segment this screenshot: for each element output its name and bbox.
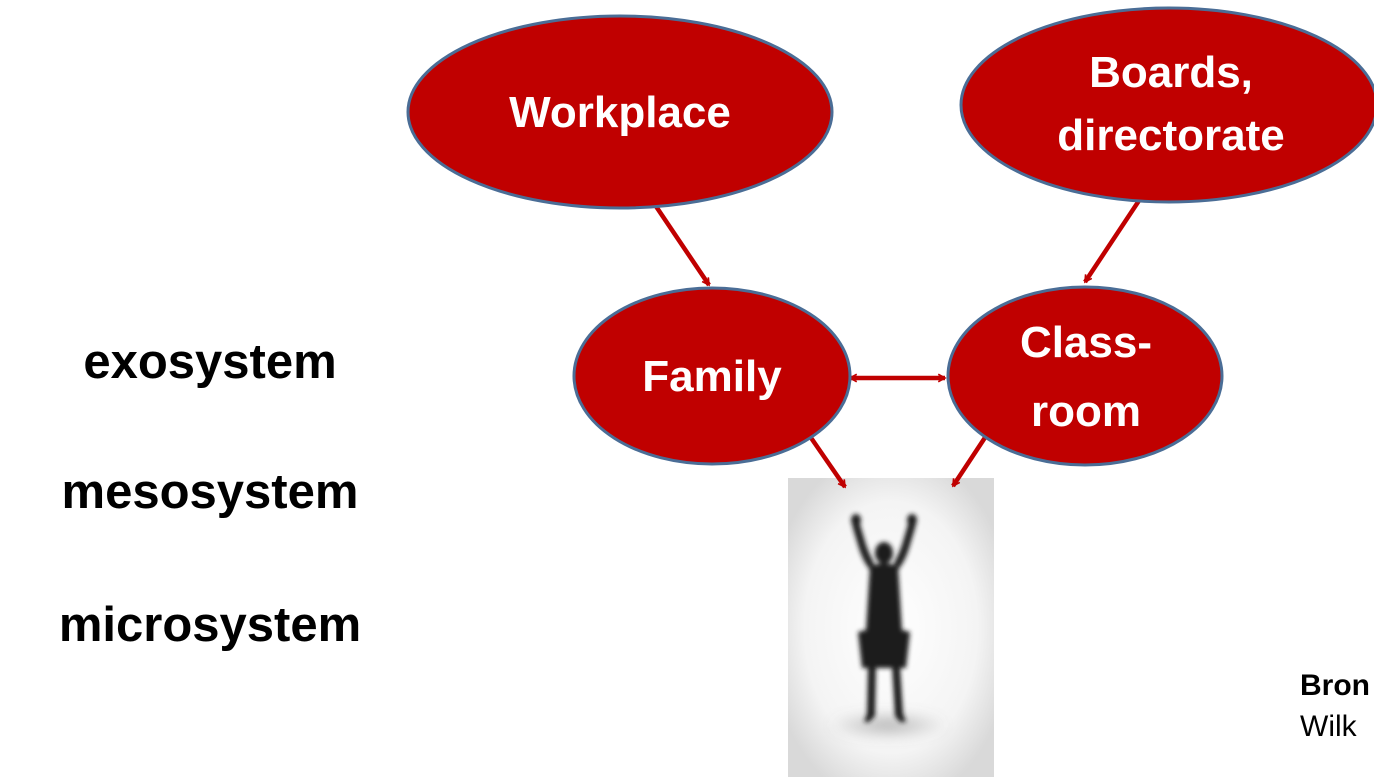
mesosystem-label: mesosystem: [61, 465, 359, 519]
exosystem-label: exosystem: [83, 335, 337, 389]
node-boards-directorate: Boards, directorate: [959, 6, 1374, 204]
node-workplace-label: Workplace: [509, 88, 731, 137]
node-classroom: Class- room: [946, 285, 1224, 467]
arrow-classroom-to-person: [951, 428, 992, 486]
node-workplace: Workplace: [406, 14, 834, 210]
person-image: [788, 478, 994, 777]
node-boards-line2: directorate: [1057, 111, 1284, 160]
citation-line2: Wilk: [1300, 709, 1357, 743]
microsystem-label: microsystem: [58, 598, 362, 652]
citation-line1: Bron: [1300, 669, 1370, 702]
node-classroom-line2: room: [1031, 387, 1141, 436]
node-boards-line1: Boards,: [1089, 48, 1253, 97]
node-family: Family: [572, 286, 852, 466]
node-classroom-line1: Class-: [1020, 318, 1152, 367]
person-silhouette-icon: [851, 514, 917, 722]
node-family-label: Family: [642, 352, 782, 401]
citation: Bron Wilk: [1300, 666, 1370, 747]
arrow-family-to-person: [805, 430, 847, 487]
